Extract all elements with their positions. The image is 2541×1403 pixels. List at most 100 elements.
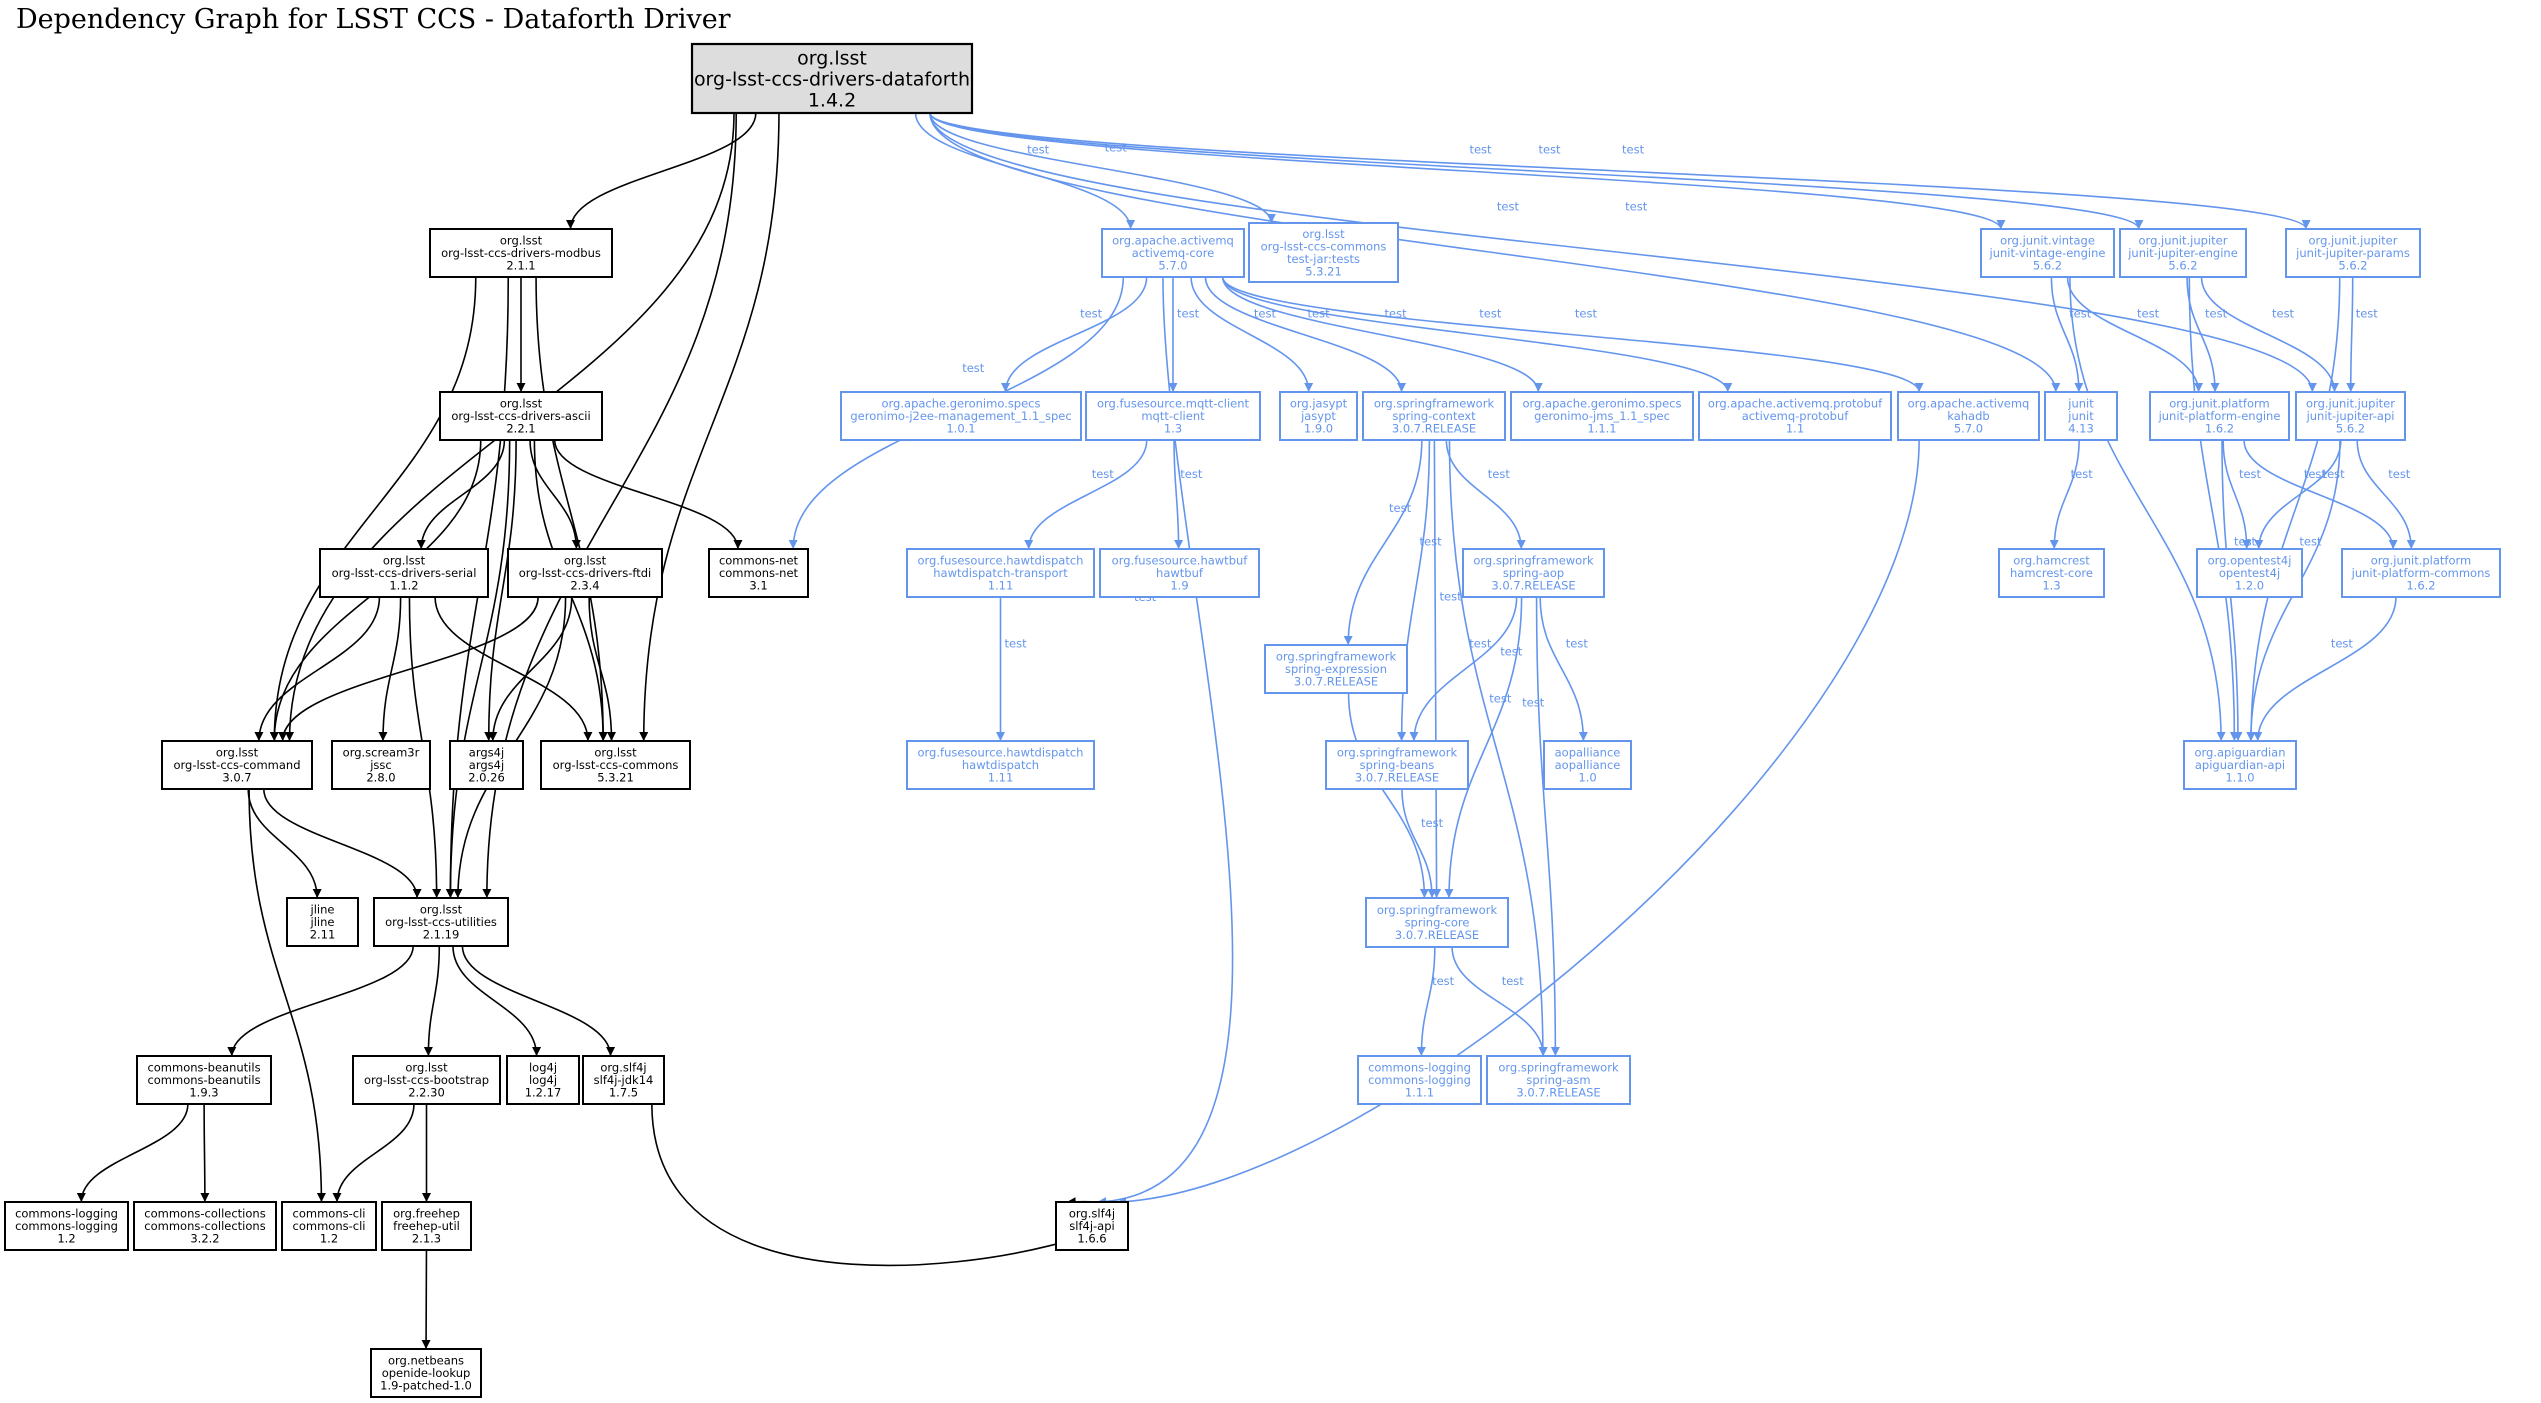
node-artifact: opentest4j — [2219, 566, 2280, 580]
node-artifact: commons-logging — [1368, 1073, 1471, 1087]
node-box — [1101, 228, 1245, 278]
node-box — [1462, 548, 1605, 598]
edge-beanutils-to-commons-collections — [200, 1103, 210, 1203]
node-group: org.hamcrest — [2013, 554, 2090, 568]
edge-label: test — [2331, 636, 2354, 650]
edge-spring-context-to-spring-expression — [1343, 439, 1423, 646]
node-ccs-commons-tests[interactable]: org.lsstorg-lsst-ccs-commonstest-jar:tes… — [1248, 222, 1399, 283]
node-group: org.lsst — [420, 903, 463, 917]
node-box — [370, 1348, 482, 1398]
node-version: 1.9.3 — [189, 1086, 218, 1100]
node-box — [331, 740, 431, 790]
node-artifact: org-lsst-ccs-commons — [1261, 239, 1387, 253]
node-version: 1.2.17 — [525, 1086, 562, 1100]
node-hawtdispatch[interactable]: org.fusesource.hawtdispatchhawtdispatch1… — [906, 740, 1095, 790]
node-spring-core[interactable]: org.springframeworkspring-core3.0.7.RELE… — [1365, 897, 1509, 948]
node-version: 5.3.21 — [597, 771, 634, 785]
node-jupiter-engine[interactable]: org.junit.jupiterjunit-jupiter-engine5.6… — [2119, 228, 2247, 278]
node-root[interactable]: org.lsstorg-lsst-ccs-drivers-dataforth1.… — [690, 42, 974, 115]
node-spring-expression[interactable]: org.springframeworkspring-expression3.0.… — [1264, 644, 1408, 694]
node-artifact: junit-platform-engine — [2158, 409, 2281, 423]
edge-label: test — [2299, 534, 2322, 548]
node-version: 3.0.7.RELEASE — [1491, 579, 1575, 593]
node-group: org.slf4j — [600, 1061, 646, 1075]
node-version: 1.6.6 — [1077, 1232, 1106, 1246]
node-geronimo-j2ee[interactable]: org.apache.geronimo.specsgeronimo-j2ee-m… — [840, 391, 1082, 441]
edge-activemq-core-to-spring-context — [1204, 276, 1407, 393]
edge-activemq-core-to-geronimo-jms — [1221, 276, 1543, 393]
node-openide-lookup[interactable]: org.netbeansopenide-lookup1.9-patched-1.… — [370, 1348, 482, 1398]
node-spring-aop[interactable]: org.springframeworkspring-aop3.0.7.RELEA… — [1462, 548, 1605, 598]
edge-label: test — [2137, 306, 2160, 320]
edge-label: test — [1432, 974, 1455, 988]
node-vintage-engine[interactable]: org.junit.vintagejunit-vintage-engine5.6… — [1980, 228, 2115, 278]
node-geronimo-jms[interactable]: org.apache.geronimo.specsgeronimo-jms_1.… — [1510, 391, 1694, 441]
node-box — [1279, 391, 1358, 441]
edge-label: test — [1479, 306, 1502, 320]
edge-label: test — [1005, 636, 1028, 650]
node-group: org.lsst — [1302, 227, 1345, 241]
node-group: commons-net — [719, 554, 799, 568]
node-platform-commons[interactable]: org.junit.platformjunit-platform-commons… — [2341, 548, 2501, 598]
node-platform-engine[interactable]: org.junit.platformjunit-platform-engine1… — [2149, 391, 2290, 441]
node-spring-context[interactable]: org.springframeworkspring-context3.0.7.R… — [1362, 391, 1506, 441]
node-activemq-protobuf[interactable]: org.apache.activemq.protobufactivemq-pro… — [1698, 391, 1892, 441]
node-artifact: slf4j-jdk14 — [594, 1073, 654, 1087]
node-hawtdispatch-transport[interactable]: org.fusesource.hawtdispatchhawtdispatch-… — [906, 548, 1095, 598]
node-group: org.scream3r — [343, 746, 420, 760]
node-spring-beans[interactable]: org.springframeworkspring-beans3.0.7.REL… — [1325, 740, 1469, 790]
edge-vintage-engine-to-apiguardian — [2069, 276, 2226, 742]
edge-spring-aop-to-spring-core — [1444, 596, 1523, 899]
edge-label: test — [1500, 645, 1523, 659]
edge-mqtt-client-to-hawtbuf — [1173, 439, 1184, 550]
node-group: commons-cli — [293, 1207, 366, 1221]
node-group: org.lsst — [797, 48, 867, 70]
node-artifact: junit — [2067, 409, 2094, 423]
node-jupiter-params[interactable]: org.junit.jupiterjunit-jupiter-params5.6… — [2285, 228, 2421, 278]
node-version: 1.1.2 — [389, 579, 418, 593]
node-version: 1.9.0 — [1304, 422, 1333, 436]
node-artifact: junit-jupiter-engine — [2127, 246, 2238, 260]
edge-ascii-to-serial — [416, 439, 506, 550]
edge-spring-beans-to-spring-core — [1401, 788, 1437, 899]
node-box — [906, 548, 1095, 598]
node-group: org.springframework — [1377, 903, 1498, 917]
edge-label: test — [1469, 143, 1492, 157]
node-commons-collections[interactable]: commons-collectionscommons-collections3.… — [133, 1201, 277, 1251]
node-spring-asm[interactable]: org.springframeworkspring-asm3.0.7.RELEA… — [1486, 1055, 1631, 1105]
node-artifact: slf4j-api — [1069, 1219, 1114, 1233]
node-artifact: activemq-protobuf — [1742, 409, 1850, 423]
